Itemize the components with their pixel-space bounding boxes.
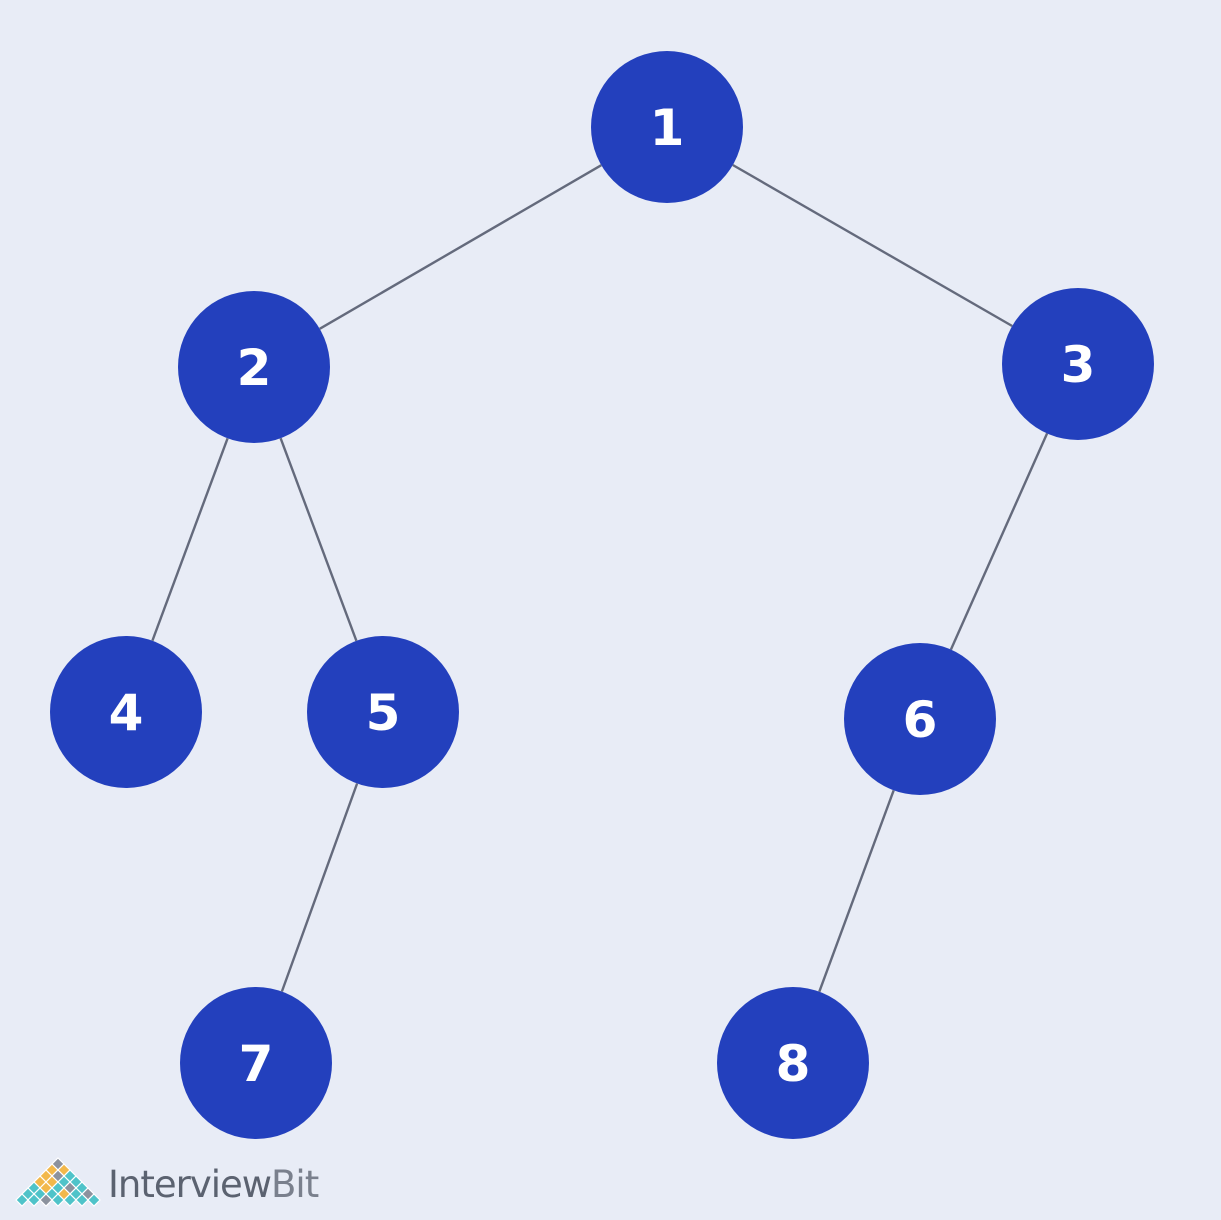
brand-name: InterviewBit (108, 1162, 319, 1206)
tree-node-2: 2 (178, 291, 330, 443)
tree-node-6: 6 (844, 643, 996, 795)
node-circle (307, 636, 459, 788)
tree-node-8: 8 (717, 987, 869, 1139)
edge-n1-n2 (319, 164, 602, 330)
node-label: 6 (903, 691, 938, 749)
brand-name-part1: Interview (108, 1162, 272, 1206)
tree-node-7: 7 (180, 987, 332, 1139)
node-circle (180, 987, 332, 1139)
edge-n5-n7 (280, 783, 359, 992)
brand-name-part2: Bit (271, 1162, 319, 1206)
node-label: 8 (776, 1035, 811, 1093)
node-label: 1 (650, 99, 685, 157)
tree-node-4: 4 (50, 636, 202, 788)
edge-n6-n8 (818, 789, 895, 993)
edge-n3-n6 (949, 432, 1049, 651)
tree-node-5: 5 (307, 636, 459, 788)
edge-n1-n3 (732, 163, 1013, 328)
interviewbit-logo-icon (15, 1157, 101, 1207)
node-layer: 1 2 3 4 5 6 7 8 (50, 51, 1154, 1139)
node-circle (1002, 288, 1154, 440)
node-circle (591, 51, 743, 203)
tree-node-3: 3 (1002, 288, 1154, 440)
edge-layer (151, 163, 1049, 993)
node-label: 2 (237, 339, 272, 397)
tree-node-1: 1 (591, 51, 743, 203)
edge-n2-n5 (279, 437, 358, 642)
interviewbit-watermark: InterviewBit (14, 1156, 319, 1212)
node-circle (50, 636, 202, 788)
node-circle (717, 987, 869, 1139)
node-circle (178, 291, 330, 443)
node-circle (844, 643, 996, 795)
node-label: 7 (239, 1035, 274, 1093)
node-label: 3 (1061, 336, 1096, 394)
node-label: 5 (366, 684, 401, 742)
node-label: 4 (109, 684, 144, 742)
edge-n2-n4 (151, 437, 229, 642)
